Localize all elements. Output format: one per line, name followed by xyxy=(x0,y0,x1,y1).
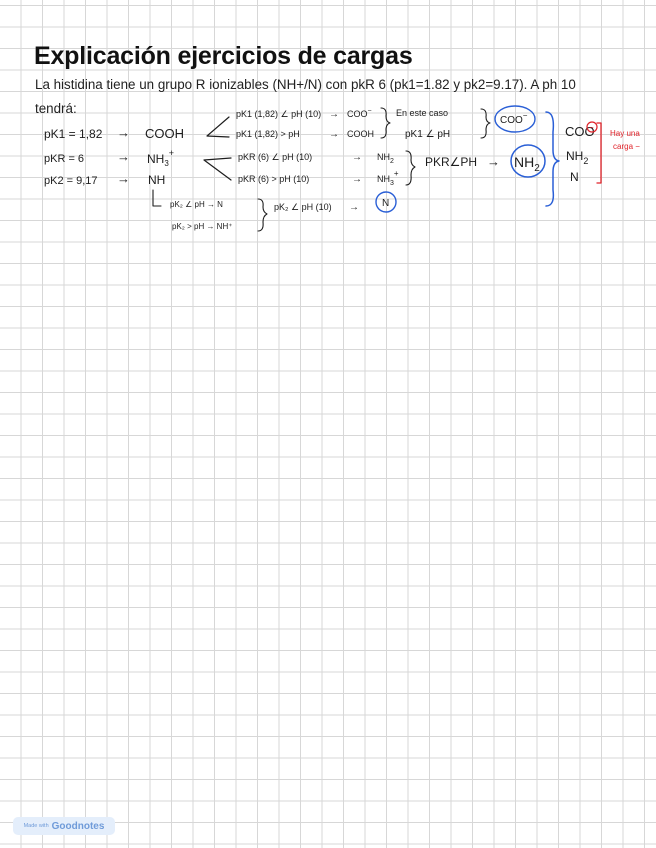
arrow-pk1-lt: → xyxy=(329,109,339,120)
goodnotes-badge: Made with Goodnotes xyxy=(13,817,115,835)
pk1-lt-ph: pK1 ∠ pH xyxy=(405,129,450,140)
result-cooh: COOH xyxy=(347,129,374,139)
arrow-to-n: → xyxy=(349,202,359,213)
nh-group: NH xyxy=(148,173,165,187)
final-nh2: NH2 xyxy=(566,149,588,166)
sub-pk2-gt: pK₂ > pH → NH⁺ xyxy=(172,222,232,231)
page-title: Explicación ejercicios de cargas xyxy=(34,42,413,70)
blue-brace-summary xyxy=(545,111,560,207)
brace-pkr xyxy=(405,150,416,186)
arrow-row3: → xyxy=(117,171,130,186)
sub-pk2-lt: pK₂ ∠ pH → N xyxy=(170,200,223,209)
arrow-row2: → xyxy=(117,149,130,164)
brace-conclusion-1 xyxy=(480,108,491,139)
brace-pk1 xyxy=(380,107,391,139)
arrow-pk1-gt: → xyxy=(329,129,339,140)
red-note-line-2: carga − xyxy=(613,142,640,151)
cond-pk1-gt: pK1 (1,82) > pH xyxy=(236,129,300,139)
cooh-group: COOH xyxy=(145,126,184,141)
arrow-to-nh2: → xyxy=(487,154,500,169)
pk2-label: pK2 = 9,17 xyxy=(44,175,98,187)
cond-pk2-lt: pK₂ ∠ pH (10) xyxy=(274,202,332,212)
result-coo-minus: COO− xyxy=(347,108,372,119)
cond-pkr-lt: pKR (6) ∠ pH (10) xyxy=(238,152,312,162)
charge-circle xyxy=(586,121,598,133)
branch-lines-cooh xyxy=(206,116,230,138)
made-with-label: Made with xyxy=(23,823,49,829)
pkr-lt-ph: PKR∠PH xyxy=(425,155,477,169)
circle-n xyxy=(375,191,397,213)
final-n: N xyxy=(570,170,579,184)
circled-n: N xyxy=(382,198,389,209)
intro-text-line-1: La histidina tiene un grupo R ionizables… xyxy=(35,77,576,92)
red-bracket xyxy=(596,122,602,184)
circled-nh2: NH2 xyxy=(514,154,540,174)
red-note-line-1: Hay una xyxy=(610,129,640,138)
intro-text-line-2: tendrá: xyxy=(35,101,77,116)
arrow-pkr-gt: → xyxy=(352,174,362,185)
final-coo-charge: − xyxy=(589,123,594,132)
en-este-caso: En este caso xyxy=(396,108,448,118)
result-nh3-plus: NH3+ xyxy=(377,169,399,187)
nh3-group: NH3+ xyxy=(147,148,174,168)
cond-pk1-lt: pK1 (1,82) ∠ pH (10) xyxy=(236,109,321,119)
goodnotes-logo: Goodnotes xyxy=(51,820,105,832)
brace-pk2 xyxy=(257,198,268,232)
arrow-pkr-lt: → xyxy=(352,152,362,163)
branch-lines-nh3 xyxy=(203,157,232,181)
cond-pkr-gt: pKR (6) > pH (10) xyxy=(238,174,309,184)
circle-coo xyxy=(494,105,536,133)
arrow-row1: → xyxy=(117,125,130,140)
result-nh2: NH2 xyxy=(377,152,394,165)
sub-branch-line xyxy=(152,189,162,207)
pk1-label: pK1 = 1,82 xyxy=(44,127,103,141)
circle-nh2 xyxy=(510,144,546,178)
circled-coo-minus: COO− xyxy=(500,111,528,126)
pkr-label: pKR = 6 xyxy=(44,153,84,165)
